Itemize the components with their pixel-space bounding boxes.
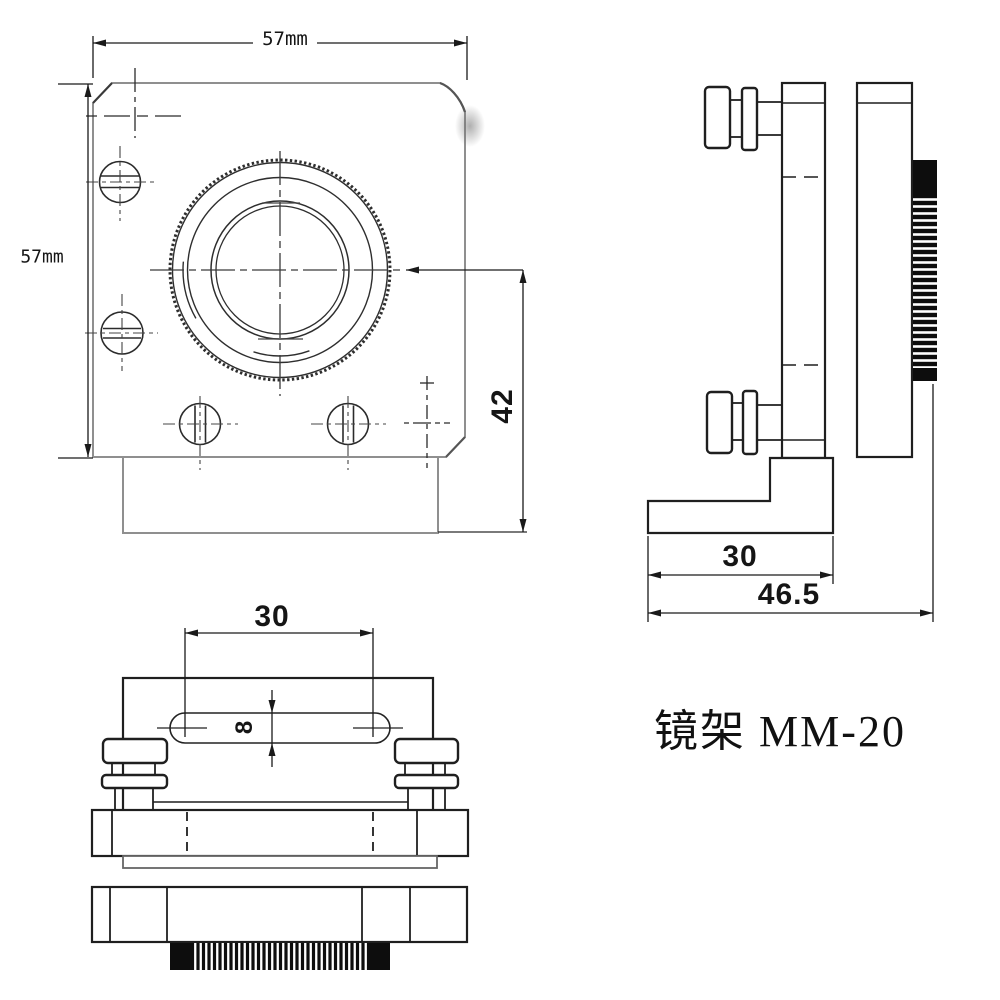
- dimension-annotations: [58, 36, 934, 767]
- scan-smudge: [455, 105, 485, 147]
- slot-width-dimension-label: 8: [231, 719, 258, 735]
- side-view-drawing: [646, 81, 937, 535]
- center-mark-top-left: [86, 68, 184, 138]
- part-title: 镜架 MM-20: [654, 707, 906, 756]
- side-base-depth-dimension-label: 30: [722, 540, 758, 573]
- side-total-depth-dimension-label: 46.5: [757, 578, 821, 611]
- screw-bottom-right: [311, 396, 386, 470]
- center-height-dimension-label: 42: [486, 388, 519, 424]
- front-width-dimension-label: 57mm: [262, 28, 308, 50]
- screw-top-left: [86, 146, 156, 221]
- screw-bottom-left: [163, 396, 238, 470]
- front-height-dimension-label: 57mm: [20, 246, 64, 268]
- center-mark-bottom-right: [404, 376, 450, 468]
- screw-mid-left: [85, 294, 158, 371]
- top-view-drawing: [90, 676, 470, 970]
- dimension-arrows: [84, 39, 933, 756]
- front-view-drawing: [85, 68, 527, 534]
- slot-length-dimension-label: 30: [254, 600, 290, 633]
